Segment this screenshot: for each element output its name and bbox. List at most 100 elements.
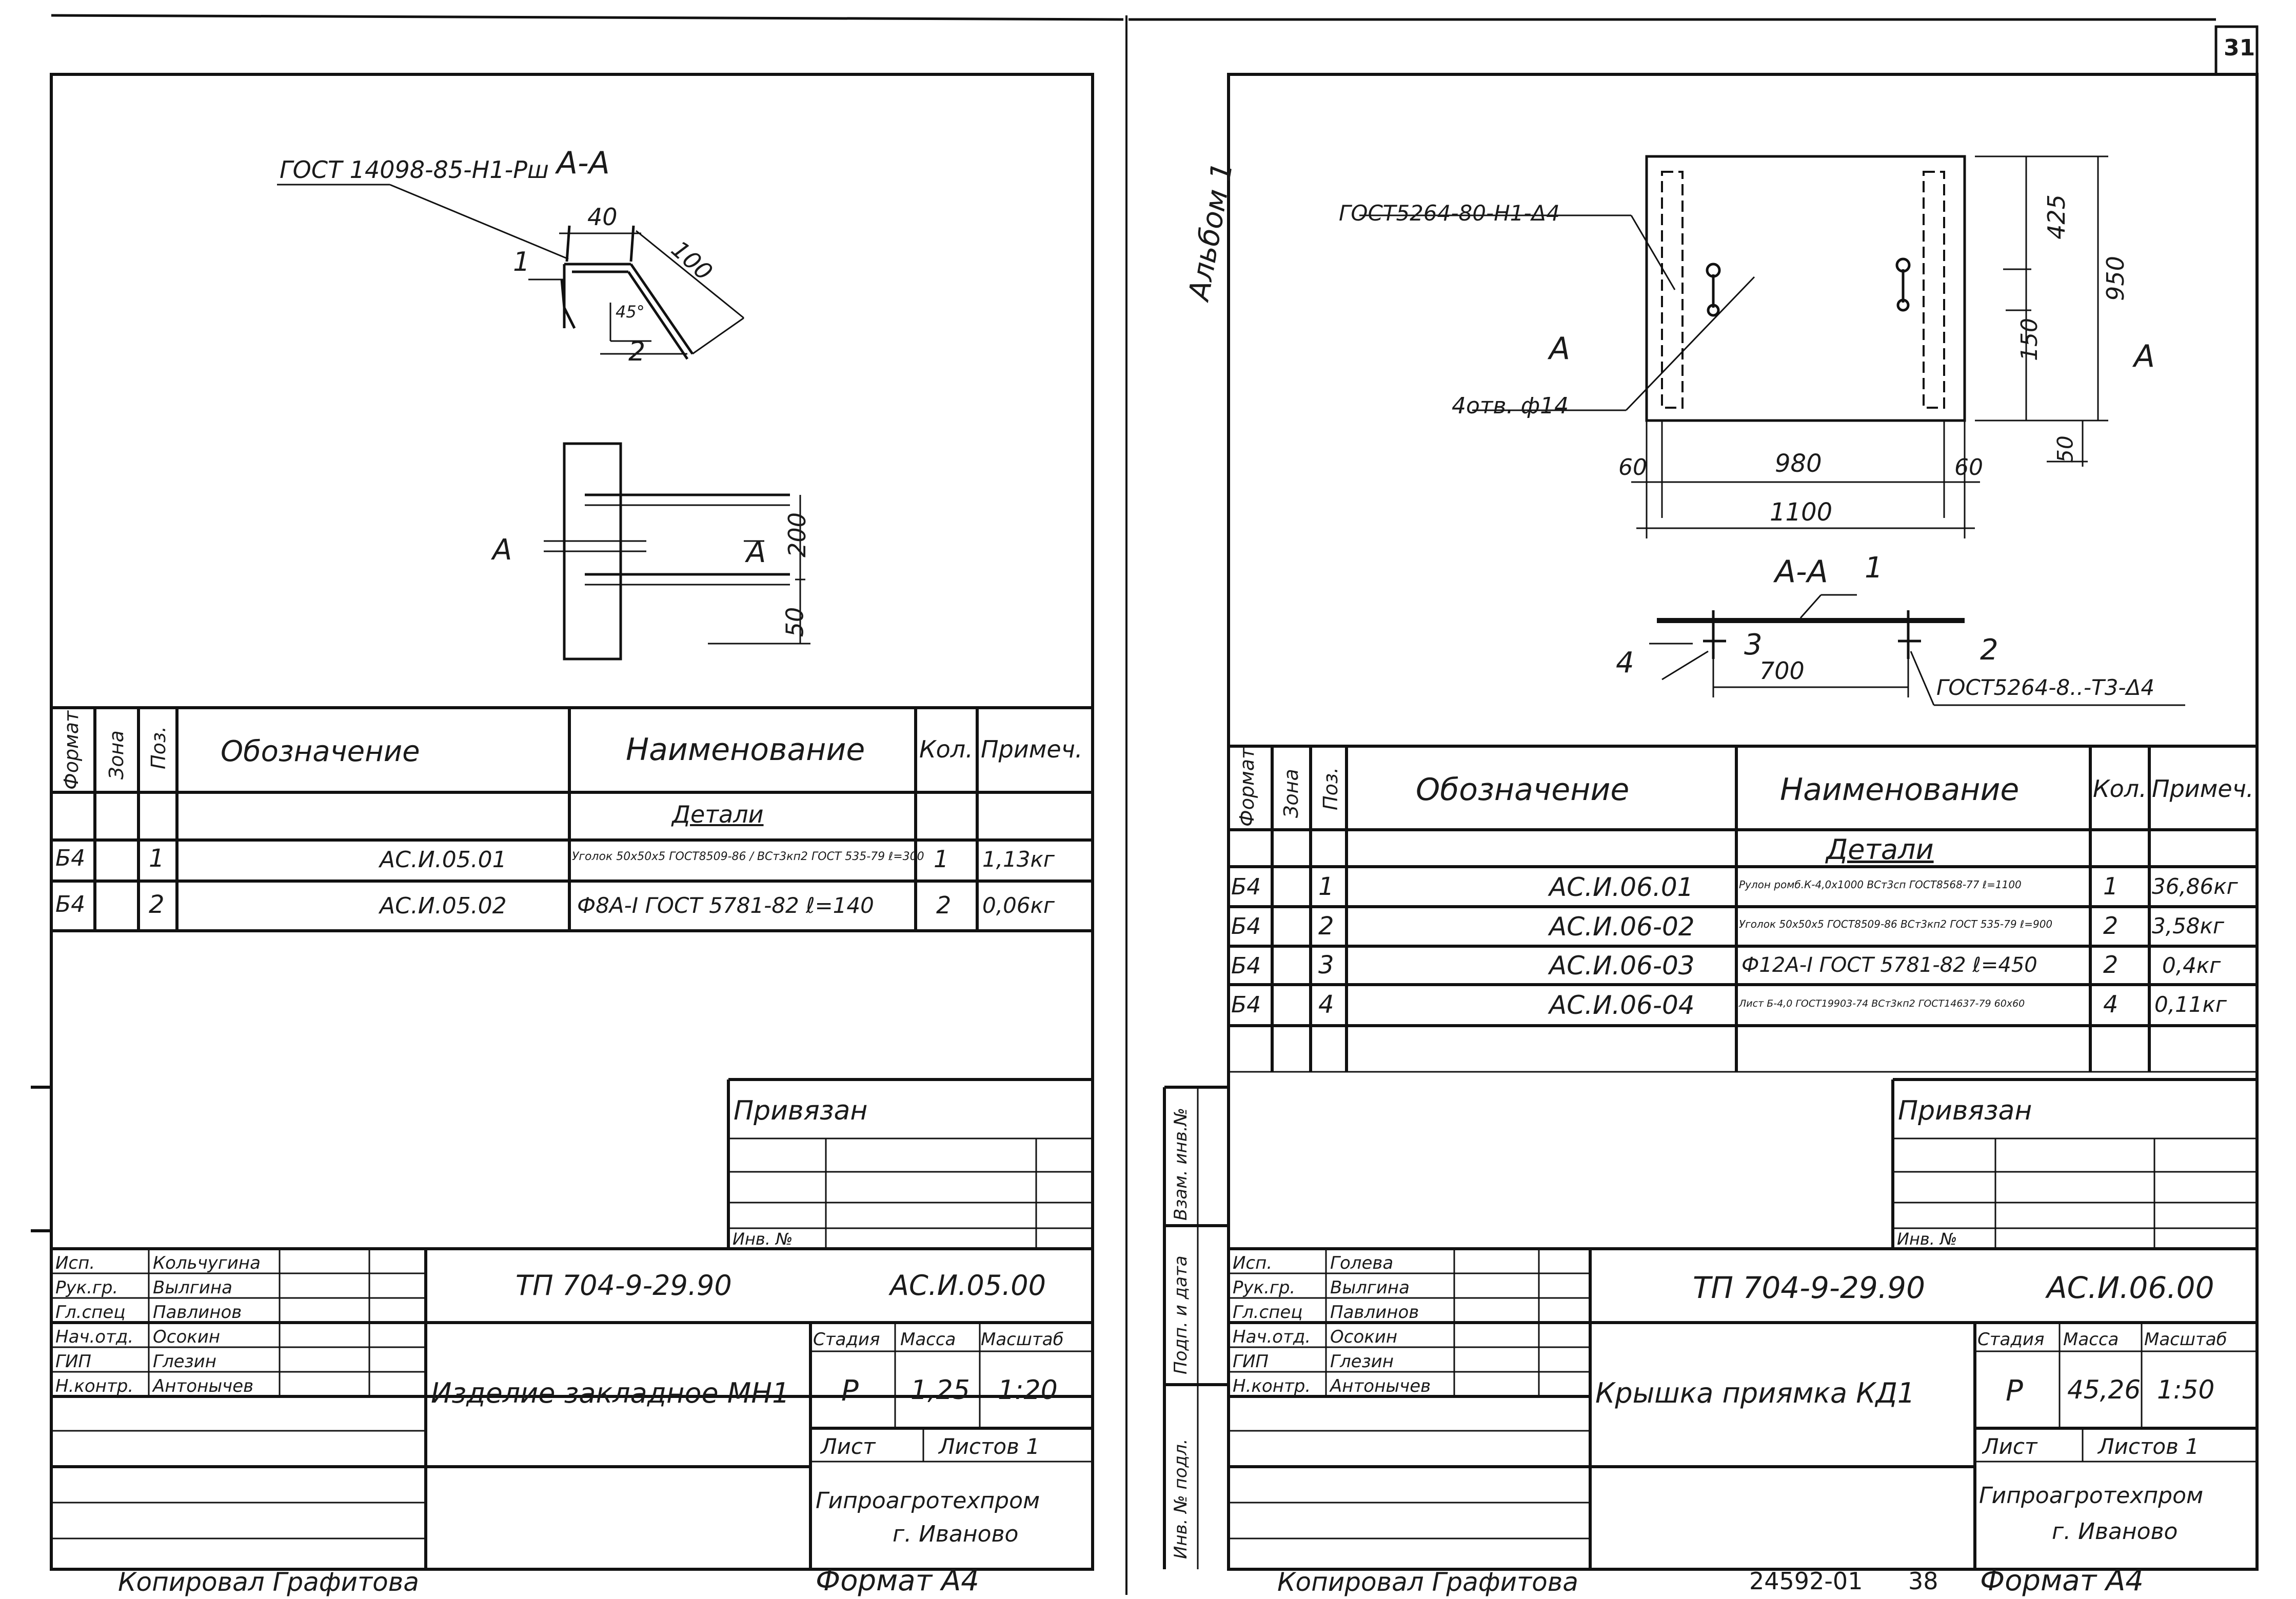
spec-section-details: Детали xyxy=(672,801,764,828)
stamp-name: Голева xyxy=(1330,1253,1394,1273)
cut-label-left: А xyxy=(1549,331,1571,367)
spec-header-note: Примеч. xyxy=(2152,775,2254,803)
stamp-name: Осокин xyxy=(153,1327,221,1347)
dim-60b: 60 xyxy=(1954,454,1983,481)
stamp-title: Крышка приямка КД1 xyxy=(1595,1377,1915,1409)
section-label-aa: А-А xyxy=(557,145,610,181)
stamp-scale: 1:20 xyxy=(998,1375,1058,1406)
spec-cell-pos: 4 xyxy=(1318,990,1334,1019)
stamp-role: Нач.отд. xyxy=(1233,1327,1311,1347)
copied-by: Копировал Графитова xyxy=(118,1567,419,1597)
spec-header-note: Примеч. xyxy=(981,735,1083,763)
spec-cell-pos: 1 xyxy=(1318,872,1334,901)
spec-cell-name: Ф8А-I ГОСТ 5781-82 ℓ=140 xyxy=(577,893,874,918)
spec-cell-note: 3,58кг xyxy=(2152,913,2224,938)
stamp-sheet-code: АС.И.06.00 xyxy=(2047,1270,2214,1305)
format-label: Формат А4 xyxy=(1980,1564,2144,1597)
spec-header-name: Наименование xyxy=(626,732,865,768)
spec-header-zone: Зона xyxy=(1280,769,1302,818)
dim-980: 980 xyxy=(1775,449,1822,478)
spec-cell-designation: АС.И.06-02 xyxy=(1549,912,1695,942)
spec-cell-designation: АС.И.06-03 xyxy=(1549,951,1695,981)
spec-cell-note: 36,86кг xyxy=(2152,874,2238,899)
stamp-role: ГИП xyxy=(1233,1351,1269,1372)
stamp-sheet: Лист xyxy=(821,1434,876,1459)
stamp-doc-code: ТП 704-9-29.90 xyxy=(516,1269,732,1302)
bound-title: Привязан xyxy=(734,1095,868,1126)
pos-label-1: 1 xyxy=(513,247,530,277)
cut-label-right: А xyxy=(2134,338,2155,374)
bound-inv: Инв. № xyxy=(733,1229,793,1249)
page-number: 31 xyxy=(2224,35,2255,61)
stamp-name: Павлинов xyxy=(153,1302,242,1323)
stamp-scale: 1:50 xyxy=(2157,1375,2215,1405)
spec-cell-designation: АС.И.05.01 xyxy=(380,847,507,873)
stamp-role: Исп. xyxy=(55,1253,95,1273)
pos-label-2: 2 xyxy=(1980,633,1998,667)
pos-label-1: 1 xyxy=(1865,551,1883,585)
bound-inv: Инв. № xyxy=(1897,1229,1957,1249)
pos-label-3: 3 xyxy=(1744,628,1763,662)
dim-50: 50 xyxy=(2052,435,2078,463)
weld-note: ГОСТ5264-80-Н1-Δ4 xyxy=(1339,201,1560,226)
stamp-role: Н.контр. xyxy=(1233,1376,1311,1396)
bound-title: Привязан xyxy=(1898,1095,2032,1126)
spec-cell-qty: 2 xyxy=(2103,912,2119,940)
dim-150: 150 xyxy=(2016,318,2043,361)
spec-cell-qty: 2 xyxy=(2103,951,2119,978)
spec-cell-name: Рулон ромб.К-4,0х1000 ВСт3сп ГОСТ8568-77… xyxy=(1739,878,2022,891)
stamp-name: Антонычев xyxy=(153,1376,254,1396)
copied-by: Копировал Графитова xyxy=(1277,1567,1578,1597)
stamp-city: г. Иваново xyxy=(2052,1518,2178,1545)
dim-700: 700 xyxy=(1759,657,1805,685)
spec-header-pos: Поз. xyxy=(147,726,170,769)
spec-cell-name: Лист Б-4,0 ГОСТ19903-74 ВСт3кп2 ГОСТ1463… xyxy=(1739,998,2025,1009)
spec-section-details: Детали xyxy=(1826,833,1934,866)
spec-header-zone: Зона xyxy=(105,730,128,779)
weld-note-2: ГОСТ5264-8..-Т3-Δ4 xyxy=(1936,675,2155,700)
spec-cell-name: Уголок 50х50х5 ГОСТ8509-86 / ВСт3кп2 ГОС… xyxy=(572,850,924,863)
stamp-name: Павлинов xyxy=(1330,1302,1419,1323)
stamp-name: Антонычев xyxy=(1330,1376,1431,1396)
stamp-role: Рук.гр. xyxy=(1233,1277,1296,1298)
spec-header-qty: Кол. xyxy=(2093,775,2147,803)
side-sign-date: Подп. и дата xyxy=(1171,1255,1191,1374)
stamp-stage-header: Стадия xyxy=(813,1329,880,1350)
holes-note: 4отв. ф14 xyxy=(1452,393,1569,419)
spec-cell-qty: 1 xyxy=(2103,872,2119,900)
dim-50: 50 xyxy=(781,607,809,637)
archive-number: 24592-01 xyxy=(1749,1567,1863,1595)
spec-cell-note: 0,11кг xyxy=(2154,992,2227,1017)
dim-425: 425 xyxy=(2042,194,2070,239)
stamp-stage-header: Стадия xyxy=(1977,1329,2045,1350)
stamp-mass: 45,26 xyxy=(2067,1375,2141,1405)
dim-1100: 1100 xyxy=(1770,498,1833,527)
cut-label-left: А xyxy=(492,533,512,567)
stamp-org: Гипроагротехпром xyxy=(816,1488,1040,1514)
stamp-role: Рук.гр. xyxy=(55,1277,118,1298)
stamp-name: Глезин xyxy=(153,1351,216,1372)
spec-header-format: Формат xyxy=(60,710,83,790)
stamp-name: Осокин xyxy=(1330,1327,1398,1347)
spec-cell-pos: 3 xyxy=(1318,951,1334,980)
dim-40: 40 xyxy=(587,203,618,231)
spec-header-designation: Обозначение xyxy=(1416,772,1630,808)
spec-cell-designation: АС.И.05.02 xyxy=(380,893,507,919)
stamp-name: Вылгина xyxy=(153,1277,232,1298)
spec-cell-qty: 1 xyxy=(934,845,949,873)
stamp-stage: Р xyxy=(841,1374,859,1408)
spec-cell-note: 0,4кг xyxy=(2162,953,2221,978)
stamp-sheets: Листов 1 xyxy=(939,1434,1040,1459)
stamp-sheet-code: АС.И.05.00 xyxy=(890,1269,1046,1302)
section-label-aa: А-А xyxy=(1775,554,1828,590)
stamp-sheets: Листов 1 xyxy=(2098,1434,2199,1459)
side-inv-orig: Инв. № подл. xyxy=(1171,1438,1191,1559)
spec-cell-qty: 2 xyxy=(936,891,952,919)
stamp-role: Исп. xyxy=(1233,1253,1273,1273)
stamp-doc-code: ТП 704-9-29.90 xyxy=(1693,1270,1925,1305)
spec-header-format: Формат xyxy=(1236,747,1258,827)
spec-header-name: Наименование xyxy=(1780,772,2020,808)
spec-cell-qty: 4 xyxy=(2103,990,2119,1018)
stamp-scale-header: Масштаб xyxy=(981,1329,1064,1350)
